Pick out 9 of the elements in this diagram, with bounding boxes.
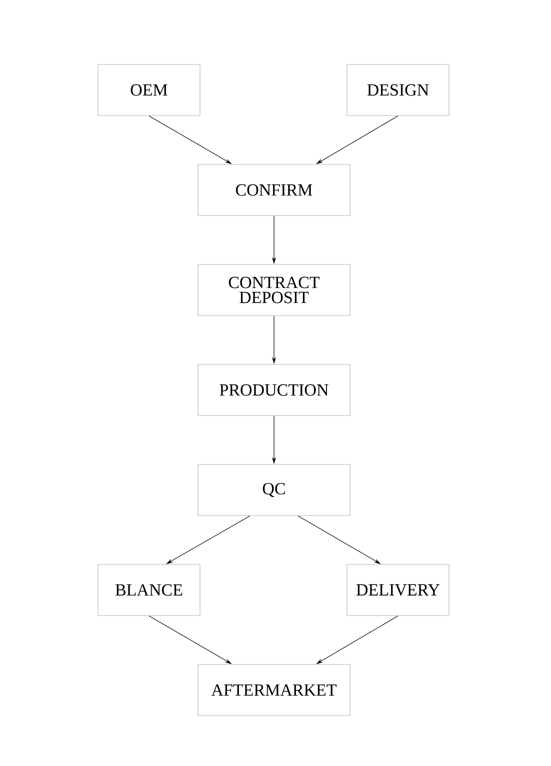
process-box: PRODUCTION	[198, 364, 350, 416]
process-box: OEM	[98, 64, 200, 116]
process-box: DESIGN	[346, 64, 450, 116]
process-box: BLANCE	[98, 564, 200, 616]
process-box: CONTRACT DEPOSIT	[198, 264, 350, 316]
process-box: DELIVERY	[346, 564, 450, 616]
process-box: AFTERMARKET	[198, 664, 350, 716]
process-box: QC	[198, 464, 350, 516]
process-box: CONFIRM	[198, 164, 350, 216]
